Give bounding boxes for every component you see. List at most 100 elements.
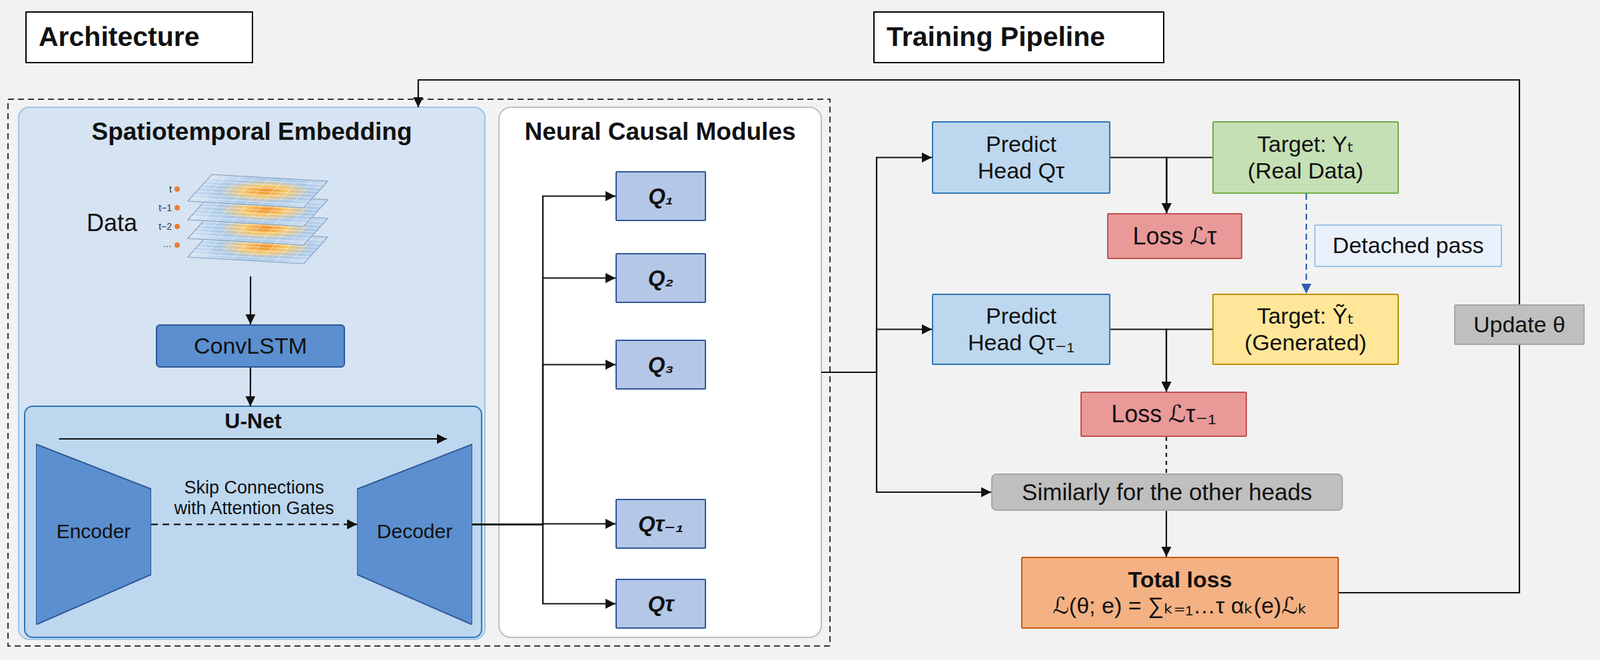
connector-arrow: [1110, 157, 1167, 214]
predict-head: Predict Head Qτ: [931, 121, 1111, 194]
decoder-block: Decoder: [357, 438, 473, 625]
unet-panel: U-NetEncoder Decoder: [24, 406, 482, 638]
panel-background: [24, 406, 482, 638]
trapezoid-outline: [35, 444, 152, 625]
section-title: Training Pipeline: [873, 11, 1165, 64]
connector-arrow: [821, 372, 992, 493]
section-title: Architecture: [25, 11, 254, 64]
grid-line: [197, 209, 314, 217]
node-formula: ℒ(θ; e) = ∑ₖ₌₁…τ αₖ(e)ℒₖ: [1052, 592, 1307, 619]
edge-label: Skip Connections with Attention Gates: [171, 477, 338, 519]
heatmap-grid: [187, 174, 328, 208]
grid-line: [191, 235, 308, 242]
connector-arrow: [821, 329, 932, 374]
node-label: Q₁: [648, 183, 673, 210]
update-box: Update θ: [1454, 304, 1585, 346]
connector-arrow: [472, 196, 616, 525]
causal-module: Q₃: [615, 339, 707, 390]
panel-background: [498, 107, 822, 638]
model-frame: [7, 99, 830, 647]
causal-module: Qτ: [615, 578, 707, 629]
node-label: U-Net: [224, 408, 282, 434]
grid-line: [193, 250, 310, 258]
grid-line: [191, 197, 308, 205]
causal-module: Q₂: [615, 253, 707, 304]
node-label: Training Pipeline: [886, 21, 1106, 53]
connector-arrow: [472, 524, 616, 604]
node-label: ConvLSTM: [193, 333, 308, 360]
connector-arrow: [821, 157, 932, 374]
node-label: Target: Yₜ (Real Data): [1238, 131, 1373, 184]
time-step-label: t: [126, 183, 172, 195]
node-label: Encoder: [56, 520, 132, 544]
causal-module: Qτ₋₁: [615, 498, 707, 549]
predict-head: Predict Head Qτ₋₁: [931, 293, 1111, 366]
embedding-panel: Spatiotemporal EmbeddingDataConvLSTM U-Ne…: [18, 107, 485, 640]
loss-box: Loss ℒτ: [1107, 213, 1243, 260]
node-label: Decoder: [377, 520, 453, 544]
node-label: Data: [86, 209, 138, 237]
node-label: Total loss: [1127, 566, 1232, 593]
target-box: Target: Ỹₜ (Generated): [1212, 293, 1399, 366]
connector-arrow: [59, 438, 447, 440]
connector-arrow: [1338, 345, 1520, 593]
connector-arrow: [1110, 329, 1167, 393]
causal-module: Q₁: [615, 171, 707, 222]
node-label: Qτ: [647, 591, 674, 617]
convlstm-box: ConvLSTM: [155, 324, 346, 368]
connector-arrow: [151, 523, 358, 525]
connector-arrow: [418, 79, 1520, 305]
time-step-label: t−1: [126, 202, 172, 214]
connector-arrow: [1166, 157, 1213, 214]
connector-arrow: [472, 365, 616, 525]
encoder-block: Encoder: [35, 438, 152, 625]
node-label: Qτ₋₁: [638, 511, 684, 537]
connector-arrow: [1165, 510, 1168, 557]
connector-arrow: [1165, 436, 1168, 474]
data-layer: [187, 174, 328, 208]
grid-line: [191, 253, 308, 261]
connector-arrow: [1305, 193, 1307, 294]
node-label: Loss ℒτ: [1132, 222, 1217, 250]
node-label: Predict Head Qτ₋₁: [961, 303, 1082, 356]
grid-line: [260, 178, 285, 206]
data-input: Data: [79, 169, 330, 277]
trapezoid-outline: [357, 444, 473, 625]
grid-line: [197, 228, 314, 236]
node-label: Update θ: [1473, 311, 1566, 338]
node-label: Q₃: [648, 352, 675, 378]
grid-line: [193, 231, 310, 239]
grid-line: [193, 213, 310, 220]
node-label: Similarly for the other heads: [1021, 478, 1313, 506]
node-label: Spatiotemporal Embedding: [91, 117, 412, 147]
panel-background: [18, 107, 485, 640]
loss-box: Loss ℒτ₋₁: [1080, 391, 1247, 437]
connector-arrow: [249, 276, 252, 325]
time-dot: [174, 186, 180, 192]
grid-line: [289, 180, 314, 208]
grid-line: [197, 247, 314, 254]
note-box: Detached pass: [1314, 224, 1503, 268]
connector-arrow: [249, 367, 252, 407]
node-label: Loss ℒτ₋₁: [1111, 400, 1216, 428]
time-step-label: …: [126, 238, 172, 250]
grid-line: [193, 194, 310, 202]
time-step-label: t−2: [126, 221, 172, 232]
node-label: Architecture: [38, 21, 200, 53]
time-dot: [174, 223, 180, 230]
node-label: Detached pass: [1332, 232, 1485, 259]
node-label: Predict Head Qτ: [961, 131, 1082, 184]
causal-modules-panel: Neural Causal ModulesQ₁ Q₂ Q₃ Qτ₋₁ Qτ: [498, 107, 822, 638]
time-dot: [174, 205, 180, 211]
target-box: Target: Yₜ (Real Data): [1212, 121, 1399, 194]
node-label: Neural Causal Modules: [524, 117, 796, 147]
total-loss-box: Total lossℒ(θ; e) = ∑ₖ₌₁…τ αₖ(e)ℒₖ: [1021, 556, 1339, 629]
node-label: Q₂: [648, 265, 674, 292]
grid-line: [199, 187, 316, 195]
time-dot: [174, 242, 180, 248]
grid-line: [191, 216, 308, 224]
grid-line: [197, 191, 314, 198]
grid-line: [275, 179, 300, 207]
node-label: Target: Ỹₜ (Generated): [1238, 303, 1373, 356]
